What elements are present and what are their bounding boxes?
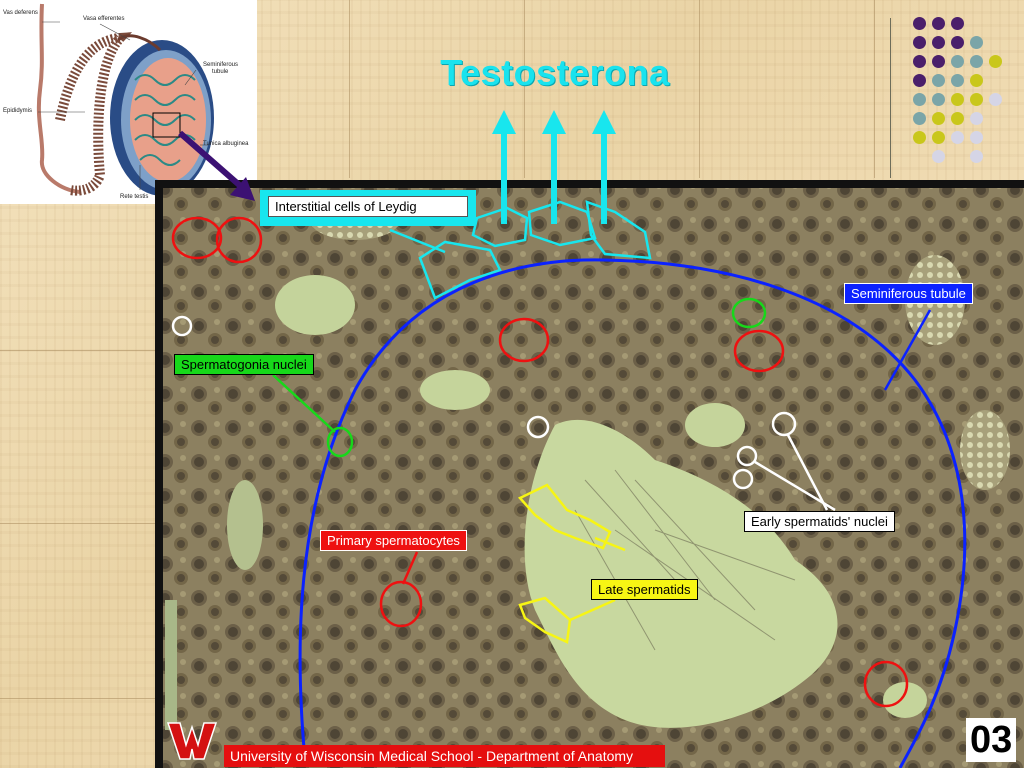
bg-divider <box>0 350 155 351</box>
diagram-label-vasa-efferentes: Vasa efferentes <box>83 16 125 22</box>
arrows-up <box>492 110 616 224</box>
histology-micrograph <box>155 180 1024 768</box>
diagram-label-epididymis: Epididymis <box>3 108 33 114</box>
slide-number: 03 <box>966 718 1017 762</box>
diagram-label-rete-testis: Rete testis <box>120 194 149 200</box>
arrow-up-icon <box>542 110 566 224</box>
bg-divider <box>699 0 700 178</box>
bg-divider <box>349 0 350 178</box>
diagram-label-seminiferous-2: tubule <box>212 69 229 75</box>
diagram-pointer-arrow-icon <box>178 130 255 201</box>
label-primary-spermatocytes: Primary spermatocytes <box>320 530 467 551</box>
arrow-up-icon <box>592 110 616 224</box>
label-seminiferous-tubule: Seminiferous tubule <box>844 283 973 304</box>
label-spermatogonia-nuclei: Spermatogonia nuclei <box>174 354 314 375</box>
label-late-spermatids: Late spermatids <box>591 579 698 600</box>
label-leydig-cells: Interstitial cells of Leydig <box>260 190 476 226</box>
bg-divider <box>0 523 155 524</box>
arrow-up-icon <box>492 110 516 224</box>
bg-divider <box>0 698 155 699</box>
diagram-label-seminiferous-1: Seminiferous <box>203 62 239 68</box>
bg-divider <box>874 0 875 178</box>
diagram-label-tunica: Tunica albuginea <box>203 141 249 147</box>
slide-title: Testosterona <box>440 52 670 93</box>
diagram-label-vas-deferens: Vas deferens <box>3 10 38 16</box>
footer-credit: University of Wisconsin Medical School -… <box>224 745 665 767</box>
decor-separator <box>890 18 891 178</box>
bg-divider <box>524 0 525 178</box>
wisconsin-logo-icon <box>166 722 218 760</box>
label-early-spermatids: Early spermatids' nuclei <box>744 511 895 532</box>
testis-diagram: Vas deferens Vasa efferentes Seminiferou… <box>0 0 257 204</box>
